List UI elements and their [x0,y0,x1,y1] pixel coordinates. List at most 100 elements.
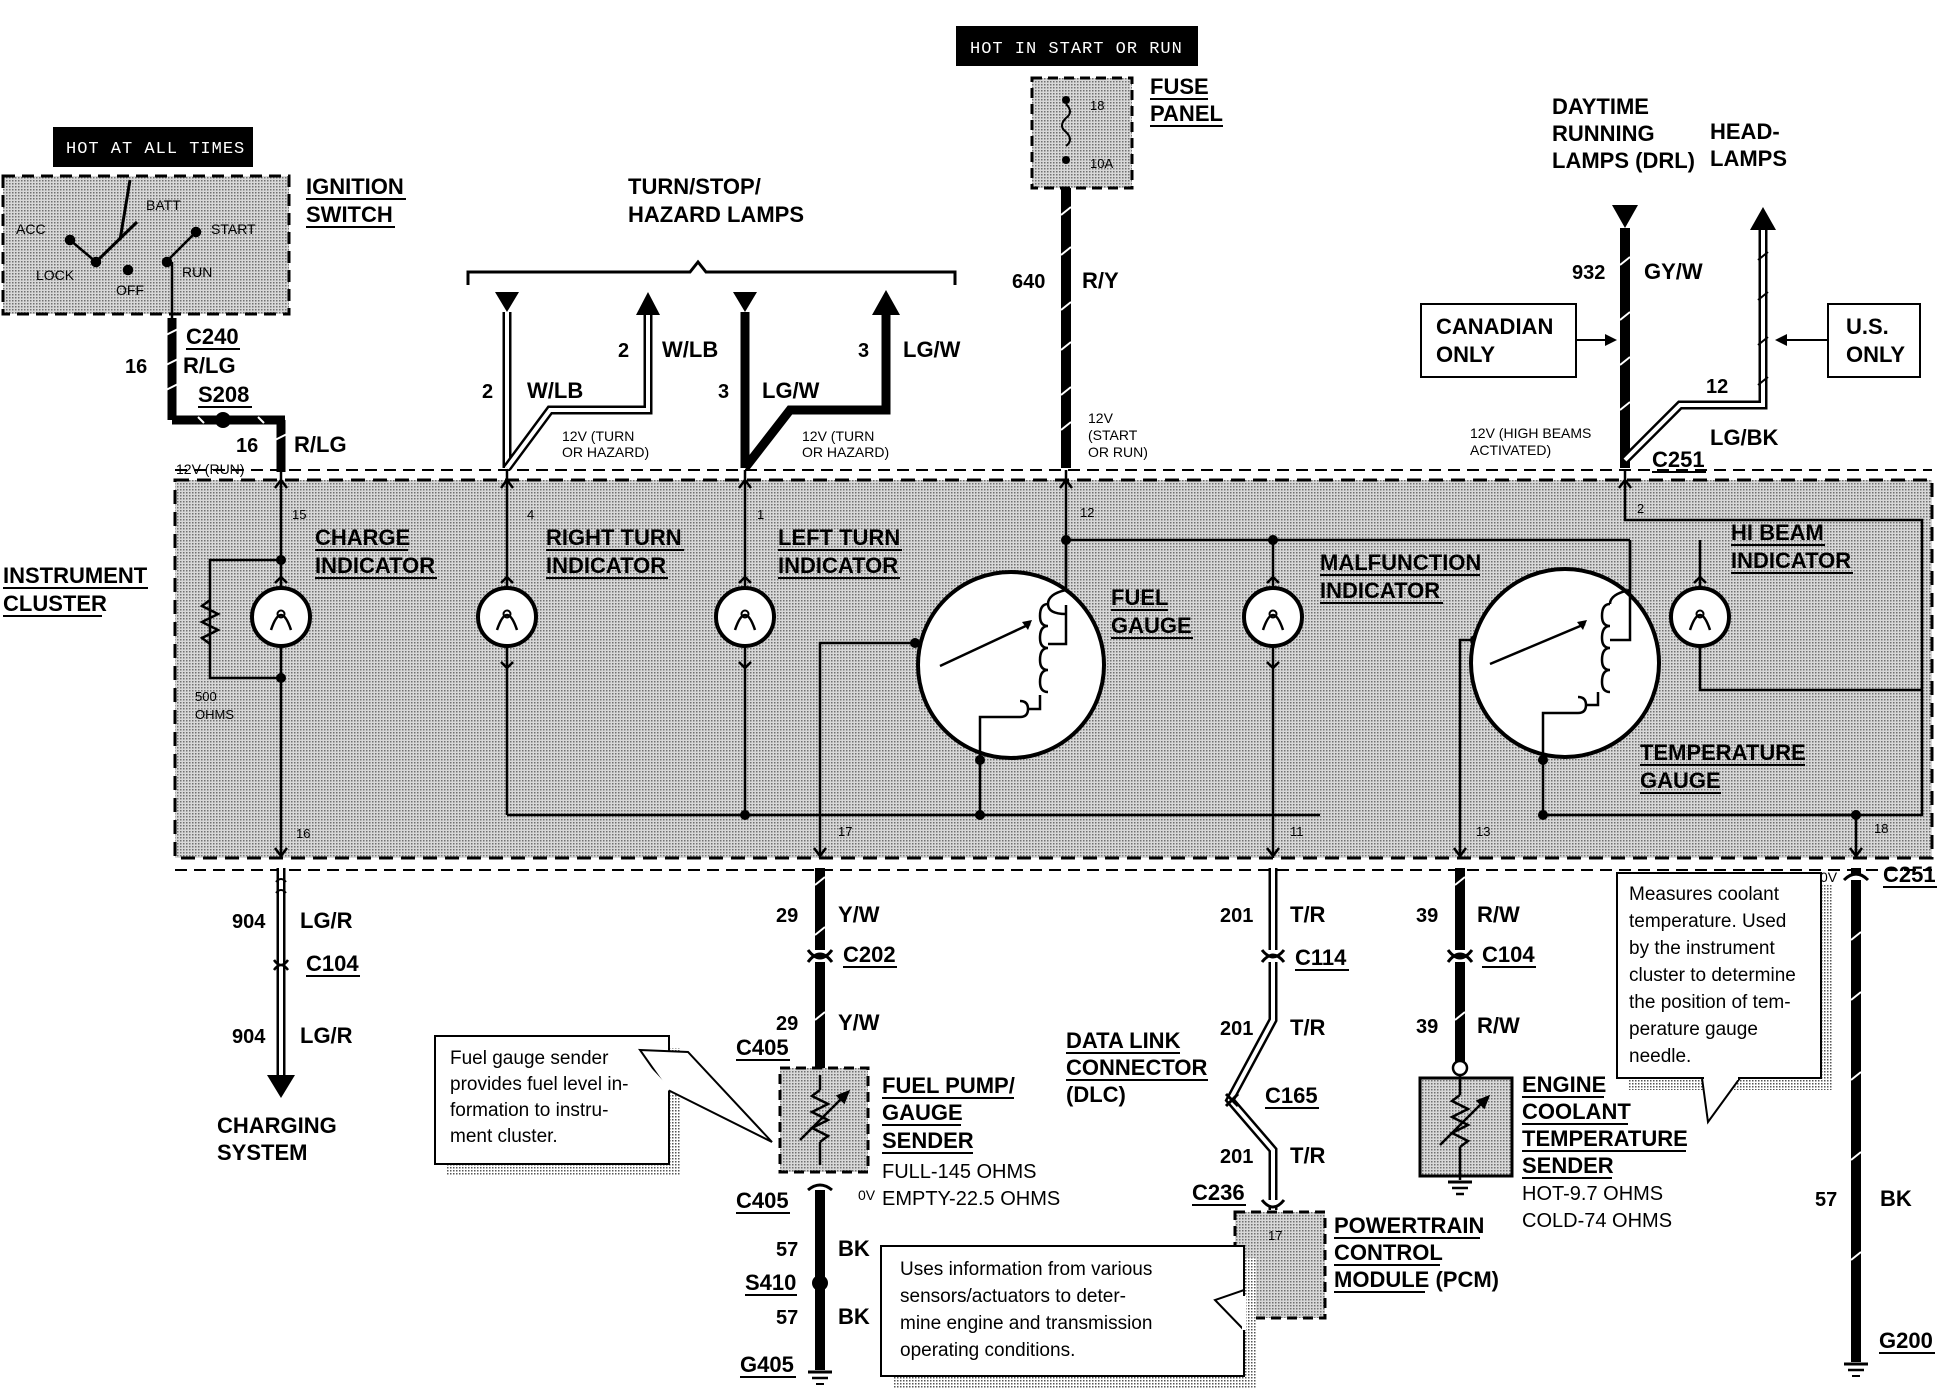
wire-num-932: 932 [1572,262,1605,284]
off-label: OFF [116,282,144,298]
hot-in-start-or-run-bar [956,26,1198,66]
fuel-pump-sender-box [778,1066,870,1174]
wire-num-39b: 39 [1416,1016,1438,1038]
pcm-title-3: MODULE (PCM) [1334,1267,1499,1292]
fuse-panel-title: FUSE [1150,74,1209,99]
splice-s208-label: S208 [198,382,249,407]
charge-indicator-lamp [250,586,312,648]
wire-color-lgw-b: LG/W [903,337,961,362]
ground-g200: G200 [1879,1328,1933,1353]
fuse-symbol [1061,96,1071,164]
fuel-gauge-label-2: GAUGE [1111,613,1192,638]
wire-num-16a: 16 [125,356,147,378]
fuel-empty-ohms: EMPTY-22.5 OHMS [882,1188,1060,1210]
wire-color-yw-a: Y/W [838,902,880,927]
fuel-full-ohms: FULL-145 OHMS [882,1161,1037,1183]
ect-title-3: TEMPERATURE [1522,1126,1688,1151]
connector-c240: C240 [186,324,239,349]
turn-12v-b-1: 12V (TURN [802,428,874,444]
temp-note-line5: the position of tem- [1629,992,1791,1013]
wire-color-lgr-b: LG/R [300,1023,353,1048]
ignition-switch-title-2: SWITCH [306,202,393,227]
ground-g405: G405 [740,1352,794,1377]
wire-640-r-y [1060,188,1072,468]
fuel-note-line2: provides fuel level in- [450,1074,628,1095]
right-turn-indicator-lamp [476,586,538,648]
splice-s410: S410 [745,1270,796,1295]
wire-12-lg-bk [1621,207,1776,464]
connector-c251-bottom: C251 [1883,862,1936,887]
drl-title: DAYTIME [1552,94,1649,119]
us-only-line2: ONLY [1846,342,1905,367]
pin-18: 18 [1874,821,1888,836]
hot-at-all-times-label: HOT AT ALL TIMES [66,140,245,159]
temp-note-line7: needle. [1629,1046,1691,1067]
wire-num-904a: 904 [232,911,266,933]
charging-system-label: CHARGING [217,1113,337,1138]
connector-c104-b: C104 [1482,942,1535,967]
run-label: RUN [182,264,212,280]
wire-color-tr-c: T/R [1290,1143,1326,1168]
pin-1: 1 [757,507,764,522]
temp-note-box [1616,872,1822,1079]
turn-lamps-title: TURN/STOP/ [628,174,761,199]
left-turn-label-2: INDICATOR [778,553,898,578]
fuse-amps: 10A [1090,156,1113,171]
wire-num-29a: 29 [776,905,798,927]
wire-color-wlb-b: W/LB [662,337,718,362]
charge-indicator-label-2: INDICATOR [315,553,435,578]
wire-num-201a: 201 [1220,905,1253,927]
dlc-label: DATA LINK [1066,1028,1181,1053]
wire-57-bk-g200 [1842,868,1870,1377]
pcm-note-line3: mine engine and transmission [900,1313,1152,1334]
turn-lamps-title-2: HAZARD LAMPS [628,202,804,227]
wire-color-ry: R/Y [1082,268,1119,293]
fuel-sender-title: FUEL PUMP/ [882,1073,1015,1098]
hi-beam-label: HI BEAM [1731,520,1824,545]
drl-title-3: LAMPS (DRL) [1552,148,1695,173]
wire-57-bk-g405 [807,1183,833,1385]
pcm-title: POWERTRAIN [1334,1213,1484,1238]
wire-color-rlg-a: R/LG [183,353,236,378]
temperature-gauge-symbol [1469,567,1661,760]
fuel-note-line1: Fuel gauge sender [450,1048,609,1069]
ect-cold-ohms: COLD-74 OHMS [1522,1210,1672,1232]
wire-color-rw-a: R/W [1477,902,1520,927]
us-only-line1: U.S. [1846,314,1889,339]
turn-12v-a-1: 12V (TURN [562,428,634,444]
hot-start-run-label: HOT IN START OR RUN [970,40,1183,59]
left-turn-label: LEFT TURN [778,525,900,550]
wire-num-57c: 57 [1815,1189,1837,1211]
canadian-only-line2: ONLY [1436,342,1495,367]
wire-29-y-w [806,868,834,1068]
connector-c405-b: C405 [736,1188,789,1213]
cluster-internal-wiring [199,470,1924,858]
connector-c251-top: C251 [1652,447,1705,472]
instrument-cluster-title: INSTRUMENT [3,563,148,588]
ect-hot-ohms: HOT-9.7 OHMS [1522,1183,1663,1205]
wire-num-3a: 3 [718,381,729,403]
connector-c236: C236 [1192,1180,1245,1205]
start-12v-1: 12V [1088,410,1114,426]
pcm-pin-17: 17 [1268,1228,1282,1243]
fuel-sender-resistor [799,1075,851,1165]
temp-note-line2: temperature. Used [1629,911,1786,932]
ect-resistor [1439,1075,1491,1196]
wire-color-rw-b: R/W [1477,1013,1520,1038]
ect-title: ENGINE [1522,1072,1606,1097]
pcm-title-2: CONTROL [1334,1240,1443,1265]
wire-num-201b: 201 [1220,1018,1253,1040]
dlc-label-2: CONNECTOR [1066,1055,1207,1080]
connector-c104-a: C104 [306,951,359,976]
resistor-value: 500 [195,689,217,704]
hot-at-all-times-bar [53,127,253,167]
pin-17: 17 [838,824,852,839]
lock-label: LOCK [36,267,75,283]
zero-volt-1: 0V [858,1187,876,1203]
batt-label: BATT [146,197,181,213]
resistor-unit: OHMS [195,707,234,722]
fuse-panel-box [1030,76,1134,190]
wire-color-bk-a: BK [838,1236,870,1261]
fuel-note-box [434,1035,670,1165]
temperature-gauge-label: TEMPERATURE [1640,740,1806,765]
